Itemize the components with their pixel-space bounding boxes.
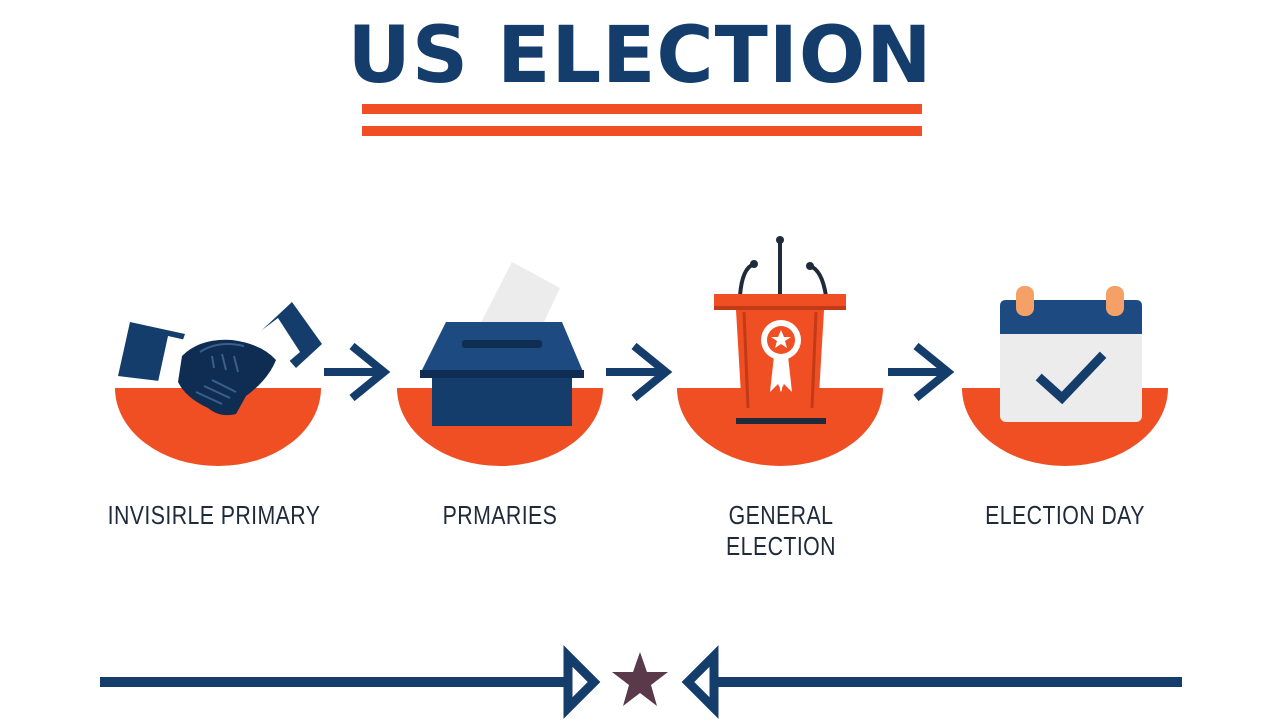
stage-primaries (397, 262, 603, 466)
stage-election-day (962, 286, 1168, 466)
ballot-box-icon (420, 262, 584, 426)
flow-arrow-3 (888, 342, 955, 402)
stage-1-bowl (115, 388, 321, 466)
flow-arrow-1 (324, 342, 391, 402)
podium-icon (714, 236, 846, 424)
bottom-timeline (100, 645, 1182, 719)
timeline-right-arrowhead (681, 645, 719, 719)
stage-label-primaries: PRMARIES (442, 500, 558, 530)
handshake-icon (118, 302, 322, 416)
stage-label-election-day: ELECTION DAY (985, 500, 1145, 530)
stage-general-election (677, 236, 883, 466)
calendar-check-icon (1000, 286, 1142, 422)
page-title: US ELECTION (347, 11, 933, 101)
title-underline-bottom (362, 126, 922, 136)
stage-label-general-election: GENERAL ELECTION (726, 500, 836, 561)
stage-3-bowl (677, 388, 883, 466)
flow-arrow-2 (606, 342, 673, 402)
stage-label-invisible-primary: INVISIRLE PRIMARY (107, 500, 321, 530)
star-icon (612, 652, 668, 706)
stage-invisible-primary (115, 302, 322, 466)
title-underline-top (362, 104, 922, 114)
timeline-left-arrowhead (563, 645, 601, 719)
